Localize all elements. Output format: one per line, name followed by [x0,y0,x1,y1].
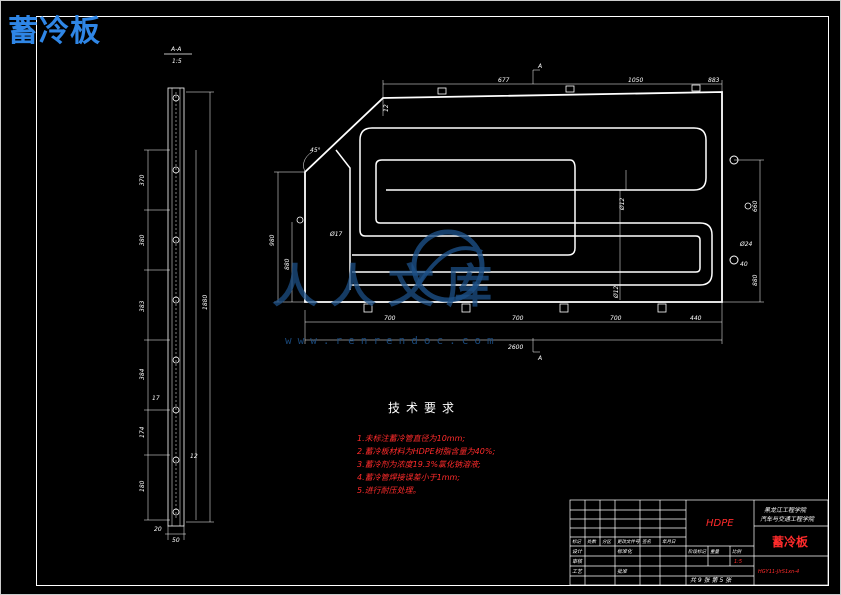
dim-label: 880 [284,258,291,270]
dim-label: 700 [610,315,622,322]
row-label: 处数 [587,539,596,545]
tube-label: Ø12 [619,197,626,211]
title-block-text: HDPE 黑龙江工程学院 汽车与交通工程学院 蓄冷板 HGY11-JlrS1xn… [572,506,815,584]
section-view [144,53,214,540]
part-name: 蓄冷板 [772,534,809,549]
requirement-item: 4.蓄冷管焊接误差小于1mm; [357,473,461,482]
tube-label: 45° [310,147,321,154]
dim-label: 180 [139,480,146,492]
dim-total: 1880 [202,295,209,310]
dim-label: 440 [690,315,702,322]
requirement-item: 2.蓄冷板材料为HDPE树脂含量为40%; [357,447,496,456]
tube-label: Ø17 [329,231,343,238]
dim-label: 383 [139,300,146,312]
row-approve: 批准 [617,568,628,575]
scale-value: 1:5 [734,559,742,565]
dim-label: 12 [190,453,198,460]
inner-frame [36,16,829,586]
dim-label: 370 [139,174,146,186]
watermark-url: www.renrendoc.com [285,334,500,347]
section-view-labels: A-A 1:5 370 380 383 384 17 174 12 180 20… [139,46,209,544]
dim-overall: 2600 [508,344,523,351]
watermark-text: 人人文库 [272,259,504,313]
cooling-tube [350,159,713,286]
stage-label: 阶段标记 [688,549,706,555]
dim-label: 883 [708,77,720,84]
material-label: HDPE [706,518,734,529]
dim-label: 677 [498,77,510,84]
tube-label: Ø24 [739,241,753,248]
row-std: 标准化 [617,548,633,555]
row-label: 标记 [572,539,581,545]
title-block [569,499,829,586]
dim-label: 20 [154,526,162,533]
row-design: 设计 [572,548,583,555]
tube-label: 12 [383,104,390,112]
dim-label: 880 [752,274,759,286]
dim-label: 174 [139,426,146,438]
row-label: 分区 [602,539,612,545]
dim-label: 384 [139,368,146,380]
requirements-title: 技术要求 [388,401,461,415]
dim-label: 50 [172,537,180,544]
row-label: 更改文件号 [617,539,640,545]
dim-label: 380 [139,234,146,246]
department-name: 汽车与交通工程学院 [760,515,815,523]
tube-label: 40 [740,261,748,268]
requirement-item: 1.未标注蓄冷管直径为10mm; [357,434,466,443]
plan-view-labels: A A 677 1050 883 700 700 700 440 2600 98… [269,63,759,362]
stage-label: 比例 [732,549,742,555]
section-scale: 1:5 [172,58,182,65]
dim-label: 17 [152,395,160,402]
dim-label: 700 [384,315,396,322]
row-check: 审核 [572,558,583,565]
dim-label: 1050 [628,77,643,84]
stage-label: 重量 [710,549,719,555]
row-label: 签名 [642,539,651,545]
plate-outline [304,91,723,303]
school-name: 黑龙江工程学院 [764,506,807,514]
requirement-item: 3.蓄冷剂为浓度19.3%氯化钠溶液; [357,460,481,469]
sheet-info: 共 9 张 第 5 张 [690,576,732,584]
requirement-item: 5.进行耐压处理。 [357,486,421,495]
dim-label: 980 [269,234,276,246]
section-mark: A [537,63,542,70]
row-label: 年月日 [662,539,676,545]
watermark-logo [411,229,485,303]
plan-view [274,69,764,353]
dim-label: 660 [752,200,759,212]
tube-label: Ø12 [613,285,620,299]
drawing-title: 蓄冷板 [8,14,101,49]
section-label: A-A [170,46,181,53]
section-mark: A [537,355,542,362]
dim-label: 700 [512,315,524,322]
row-process: 工艺 [572,568,583,575]
drawing-number: HGY11-JlrS1xn-4 [758,569,799,575]
